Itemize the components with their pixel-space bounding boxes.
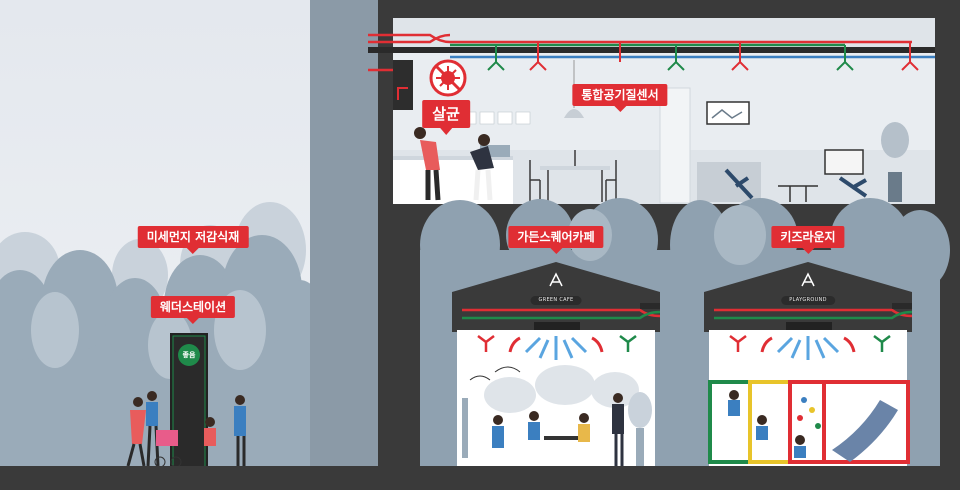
playground-building — [704, 262, 912, 468]
playground-interior — [708, 380, 910, 464]
kitchen-counter — [393, 158, 513, 204]
air-flow-arrows-icon — [508, 322, 856, 360]
dining-table — [529, 150, 617, 202]
virus-prohibited-icon — [429, 59, 467, 97]
cafe-ducts — [462, 303, 661, 352]
garden-cafe-label: 가든스퀘어카페 — [508, 226, 604, 254]
ground — [0, 466, 960, 490]
air-quality-status-badge: 좋음 — [178, 344, 200, 366]
kids-lounge-label: 키즈라운지 — [771, 226, 845, 254]
wall-frame — [706, 101, 750, 125]
playground-sign: PLAYGROUND — [781, 296, 835, 305]
upper-ducts — [368, 33, 935, 72]
dust-material-label: 미세먼지 저감식재 — [137, 226, 249, 254]
ceiling-diffusers — [487, 42, 919, 71]
cafe-interior — [462, 365, 652, 466]
brand-logo-icon — [549, 272, 815, 287]
people-kitchen — [414, 127, 494, 201]
air-sensor-label: 통합공기질센서 — [572, 84, 668, 112]
sterilization-label: 살균 — [422, 100, 470, 135]
living-room — [697, 122, 909, 202]
park-people — [126, 391, 246, 468]
weather-station-label: 웨더스테이션 — [150, 296, 236, 324]
playground-ducts — [714, 303, 913, 352]
cafe-sign: GREEN CAFE — [530, 296, 582, 305]
building-side-wall — [310, 0, 378, 470]
